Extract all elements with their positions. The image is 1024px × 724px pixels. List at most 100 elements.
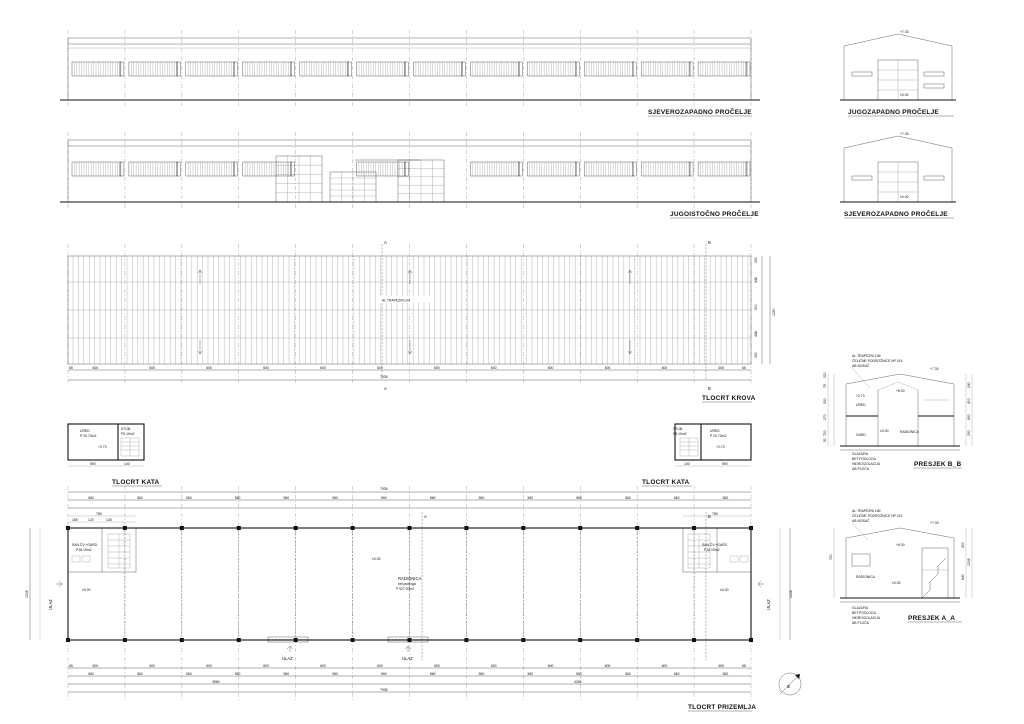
dim-label: 600 — [149, 366, 155, 370]
dim-label: 600 — [92, 664, 98, 668]
ground-total-dim-bottom: 7935 — [380, 688, 388, 692]
floor-note: BET.PODLOGA — [852, 457, 877, 461]
dim-label: 640 — [961, 574, 965, 580]
dim-label: 600 — [263, 366, 269, 370]
truss-line — [877, 381, 919, 391]
room-area: P 20.73m2 — [710, 434, 726, 438]
window-strip — [697, 61, 748, 77]
entrance-label: ULAZ — [766, 599, 771, 610]
dim-label: 600 — [719, 366, 725, 370]
dim-label: 600 — [548, 664, 554, 668]
window — [851, 175, 873, 181]
level-label: ±0.00 — [82, 588, 91, 592]
floor-outline — [67, 423, 145, 461]
dim-label: 600 — [434, 366, 440, 370]
column — [635, 638, 640, 642]
dim-label: 165 — [72, 518, 78, 522]
upper-floor-title-right: TLOCRT KATA — [642, 479, 690, 486]
sanitary-fixture — [729, 555, 739, 563]
entrance-bottom-left: ULAZ — [267, 636, 309, 661]
room-name: URED — [80, 429, 90, 433]
dim-label: 65 — [742, 366, 746, 370]
column — [293, 638, 298, 642]
entrance-arrow — [757, 580, 764, 588]
level-label: ±0.00 — [892, 581, 901, 585]
dim-label: 560 — [723, 496, 729, 500]
window-strip — [413, 61, 463, 77]
roof-total-dim: 7935 — [380, 375, 388, 379]
room-name: STUB. — [673, 427, 683, 431]
dim-label: 600 — [206, 366, 212, 370]
dim-label: 560 — [430, 496, 436, 500]
room-name: URED — [710, 429, 720, 433]
floor-note: GLAZURA — [852, 452, 869, 456]
room-area: P5.10m2 — [121, 432, 135, 436]
stair — [107, 533, 131, 569]
dim-label: 250 — [967, 430, 971, 436]
dim-label: 560 — [235, 496, 241, 500]
column — [578, 638, 583, 642]
dim-label: 220 — [823, 372, 827, 378]
column — [179, 638, 184, 642]
dim-label: 65 — [69, 664, 73, 668]
dim-label: 560 — [527, 496, 533, 500]
dim-label: 560 — [527, 672, 533, 676]
pilaster — [290, 161, 295, 177]
window-strip — [640, 61, 691, 77]
pilaster — [233, 61, 238, 77]
window-strip — [697, 161, 748, 177]
dim-label: 560 — [674, 672, 680, 676]
dim-label: 600 — [92, 366, 98, 370]
dim-label: 600 — [149, 664, 155, 668]
window-strip — [356, 161, 406, 177]
section-note: AL.TRAPEZNI LIM — [852, 509, 881, 513]
pilaster — [575, 61, 580, 77]
window-strip — [71, 61, 122, 77]
entrance-label: ULAZ — [48, 599, 53, 610]
window-strip — [299, 61, 349, 77]
dim-label: 720 — [829, 554, 833, 560]
level-top: +7.30 — [900, 30, 909, 34]
room-area: P 20.73m2 — [80, 434, 96, 438]
elevation-title-sw: JUGOZAPADNO PROČELJE — [848, 107, 939, 116]
dim-label: 560 — [284, 496, 290, 500]
dim-label: 590 — [722, 462, 728, 466]
section-a-a: AL.TRAPEZNI LIM ČELIČNE PODROŽNICE NP I/… — [829, 509, 973, 625]
dim-label: 240 — [967, 382, 971, 388]
dim-label: 65 — [69, 366, 73, 370]
upper-floor-title-left: TLOCRT KATA — [112, 479, 160, 486]
section-a-title: PRESJEK A_A — [908, 615, 955, 622]
leader-line — [851, 522, 869, 541]
dim-label: 560 — [430, 672, 436, 676]
section-note: ČELIČNE PODROŽNICE NP I/14 — [852, 513, 903, 518]
dim-label: 448 — [754, 277, 758, 283]
dim-label: 560 — [284, 672, 290, 676]
dim-label: 140 — [684, 462, 690, 466]
floor-note: BET.PODLOGA — [852, 611, 877, 615]
level-top: +7.30 — [900, 132, 909, 136]
column — [179, 526, 184, 530]
elevation-northwest-short: +7.30 ±0.00 SJEVEROZAPADNO PROČELJE — [840, 132, 956, 219]
dim-label: 600 — [377, 366, 383, 370]
north-arrow-icon — [778, 672, 802, 696]
slope-arrow — [627, 340, 633, 355]
entrance-left-side: ULAZ — [48, 580, 63, 610]
elevation-title-se: JUGOISTOČNO PROČELJE — [670, 209, 759, 218]
level-label: +2.70 — [856, 394, 865, 398]
column — [350, 526, 355, 530]
entrance-bottom-center: ULAZ — [387, 636, 429, 661]
window-strip — [128, 161, 179, 177]
room-area: P18.19m2 — [704, 548, 720, 552]
dim-label: 560 — [88, 496, 94, 500]
level-label: +6.00 — [896, 389, 905, 393]
dim-label: 560 — [186, 496, 192, 500]
column — [635, 526, 640, 530]
side-total-dim: 1208 — [789, 590, 793, 598]
dim-label: 500 — [754, 304, 758, 310]
dim-label: 560 — [625, 672, 631, 676]
column — [407, 526, 412, 530]
